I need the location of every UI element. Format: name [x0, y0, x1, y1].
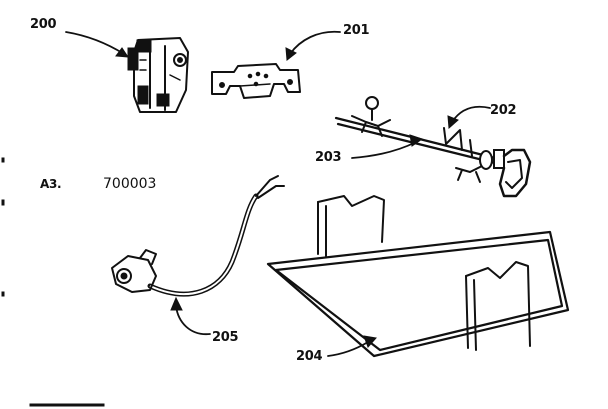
- arrow-205: [170, 296, 211, 335]
- assembly-code: 700003: [103, 176, 157, 192]
- part-number-202: 202: [490, 103, 517, 118]
- spit-rod-drawing: [334, 96, 532, 198]
- assembly-prefix: A3.: [40, 177, 62, 191]
- motor-bracket-drawing: [211, 63, 301, 99]
- arrow-200: [65, 31, 129, 58]
- part-number-205: 205: [212, 330, 239, 345]
- power-cord-drawing: [111, 175, 285, 297]
- part-number-204: 204: [296, 349, 323, 364]
- arrow-204: [327, 335, 377, 357]
- part-number-203: 203: [315, 150, 342, 165]
- scan-marks: [1, 157, 105, 407]
- rotisserie-motor-drawing: [127, 37, 189, 113]
- part-number-201: 201: [343, 23, 370, 38]
- arrow-202: [447, 105, 491, 130]
- part-number-200: 200: [30, 17, 57, 32]
- drip-pan-drawing: [266, 195, 570, 358]
- arrow-201: [285, 30, 341, 61]
- arrow-203: [351, 134, 424, 159]
